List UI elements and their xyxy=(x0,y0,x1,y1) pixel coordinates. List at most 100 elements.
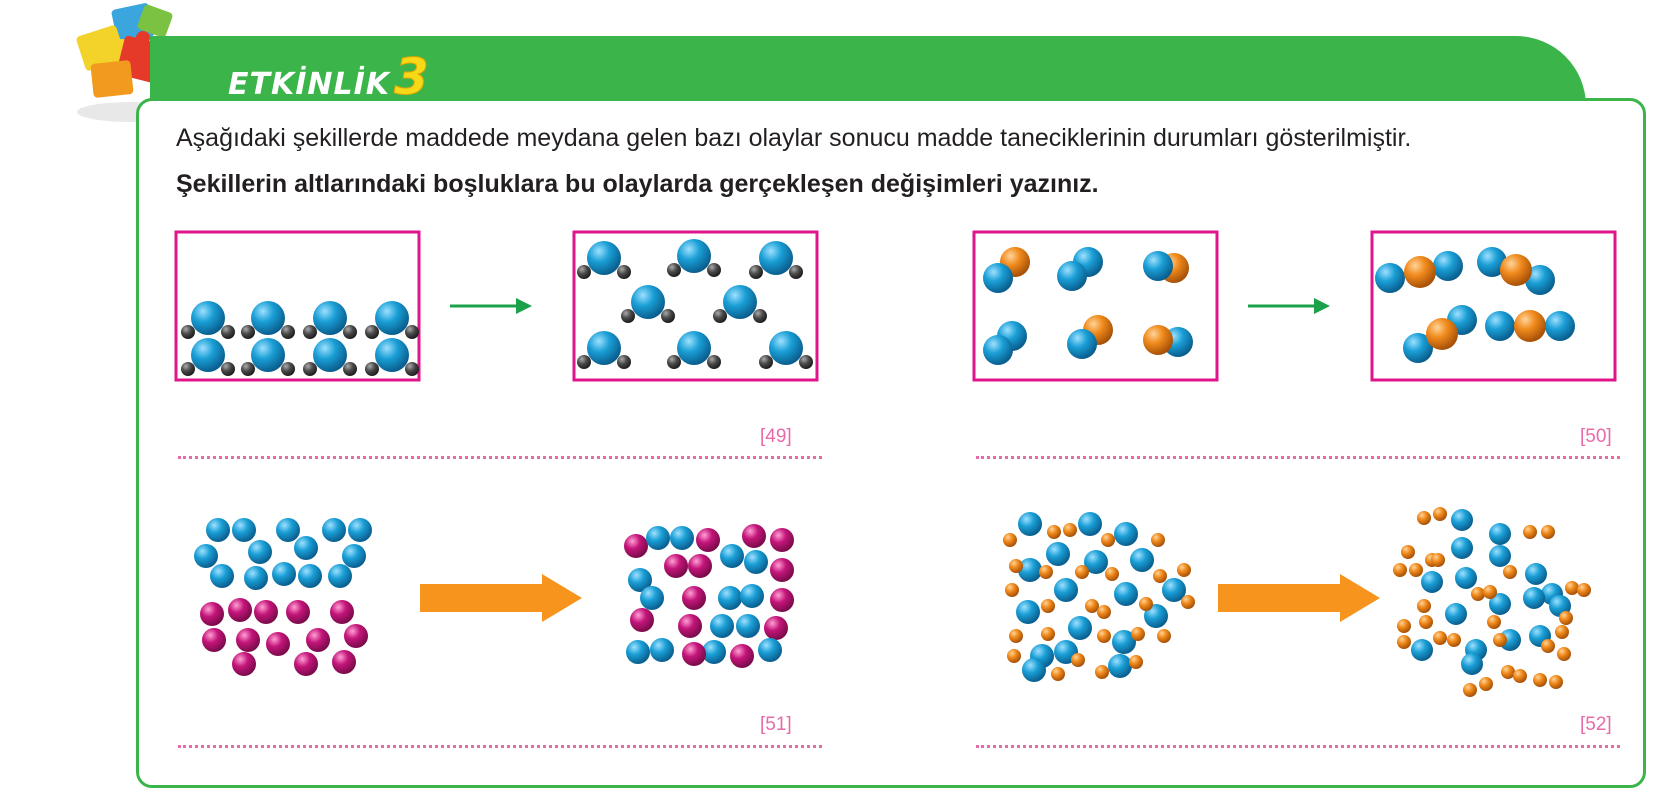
particle xyxy=(1489,545,1511,567)
particle xyxy=(1451,509,1473,531)
particle xyxy=(1003,533,1017,547)
particle xyxy=(1009,629,1023,643)
particle xyxy=(1447,633,1461,647)
answer-line-51[interactable] xyxy=(178,745,822,748)
answer-line-49[interactable] xyxy=(178,456,822,459)
activity-title-word: ETKİNLİK xyxy=(228,67,390,102)
activity-title-number: 3 xyxy=(394,48,430,107)
particle xyxy=(1559,611,1573,625)
figure-51-after-particles xyxy=(624,524,794,668)
particle xyxy=(365,362,379,376)
particle xyxy=(1144,604,1168,628)
particle xyxy=(682,642,706,666)
particle xyxy=(1054,578,1078,602)
particle xyxy=(720,544,744,568)
particle xyxy=(1487,615,1501,629)
particle xyxy=(723,285,757,319)
figure-51-before-particles xyxy=(194,518,372,676)
figure-50-before-particles xyxy=(983,247,1193,365)
particle xyxy=(758,638,782,662)
particle xyxy=(1007,649,1021,663)
figure-52-before-particles xyxy=(1003,512,1195,682)
answer-line-52[interactable] xyxy=(976,745,1620,748)
particle xyxy=(236,628,260,652)
particle xyxy=(1139,597,1153,611)
particle xyxy=(682,586,706,610)
particle xyxy=(628,568,652,592)
particle xyxy=(232,518,256,542)
particle xyxy=(322,518,346,542)
figure-51-arrow xyxy=(420,574,582,622)
particle xyxy=(1514,310,1546,342)
particle xyxy=(1097,605,1111,619)
particle xyxy=(181,362,195,376)
particle xyxy=(626,640,650,664)
particle xyxy=(1063,523,1077,537)
particle xyxy=(1409,563,1423,577)
particle xyxy=(624,534,648,558)
figure-50-arrow xyxy=(1248,298,1330,314)
particle xyxy=(630,608,654,632)
particle xyxy=(1085,599,1099,613)
particle xyxy=(1463,683,1477,697)
particle xyxy=(1493,633,1507,647)
particle xyxy=(365,325,379,339)
particle xyxy=(677,331,711,365)
particle xyxy=(718,586,742,610)
particle xyxy=(1455,567,1477,589)
particle xyxy=(191,301,225,335)
particle xyxy=(1095,665,1109,679)
particle xyxy=(348,518,372,542)
particle xyxy=(272,562,296,586)
answer-line-50[interactable] xyxy=(976,456,1620,459)
particle xyxy=(617,265,631,279)
figure-52-arrow xyxy=(1218,574,1380,622)
particle xyxy=(1489,593,1511,615)
particle xyxy=(1525,563,1547,585)
particle xyxy=(1097,629,1111,643)
answer-ref-49: [49] xyxy=(760,426,792,447)
particle xyxy=(742,524,766,548)
particle xyxy=(206,518,230,542)
particle xyxy=(1500,254,1532,286)
particle xyxy=(667,355,681,369)
particle xyxy=(232,652,256,676)
particle xyxy=(1403,333,1433,363)
particle xyxy=(677,239,711,273)
particle xyxy=(1401,545,1415,559)
particle xyxy=(1114,582,1138,606)
particle xyxy=(276,518,300,542)
activity-frame xyxy=(136,98,1646,788)
particle xyxy=(1483,585,1497,599)
particle xyxy=(313,301,347,335)
particle xyxy=(1555,625,1569,639)
answer-ref-51: [51] xyxy=(760,714,792,735)
particle xyxy=(1426,318,1458,350)
particle xyxy=(631,285,665,319)
particle xyxy=(1016,600,1040,624)
particle xyxy=(281,362,295,376)
particle xyxy=(799,355,813,369)
particle xyxy=(1445,603,1467,625)
particle xyxy=(577,265,591,279)
particle xyxy=(1143,251,1173,281)
particle xyxy=(248,540,272,564)
particle xyxy=(1068,616,1092,640)
particle xyxy=(1501,665,1515,679)
particle xyxy=(670,526,694,550)
particle xyxy=(342,544,366,568)
particle xyxy=(1067,329,1097,359)
particle xyxy=(228,598,252,622)
particle xyxy=(661,309,675,323)
particle xyxy=(298,564,322,588)
particle xyxy=(332,650,356,674)
particle xyxy=(1393,563,1407,577)
particle xyxy=(1433,631,1447,645)
particle xyxy=(770,588,794,612)
particle xyxy=(1112,630,1136,654)
particle xyxy=(1523,525,1537,539)
particle xyxy=(1479,677,1493,691)
particle xyxy=(1417,599,1431,613)
particle xyxy=(740,584,764,608)
